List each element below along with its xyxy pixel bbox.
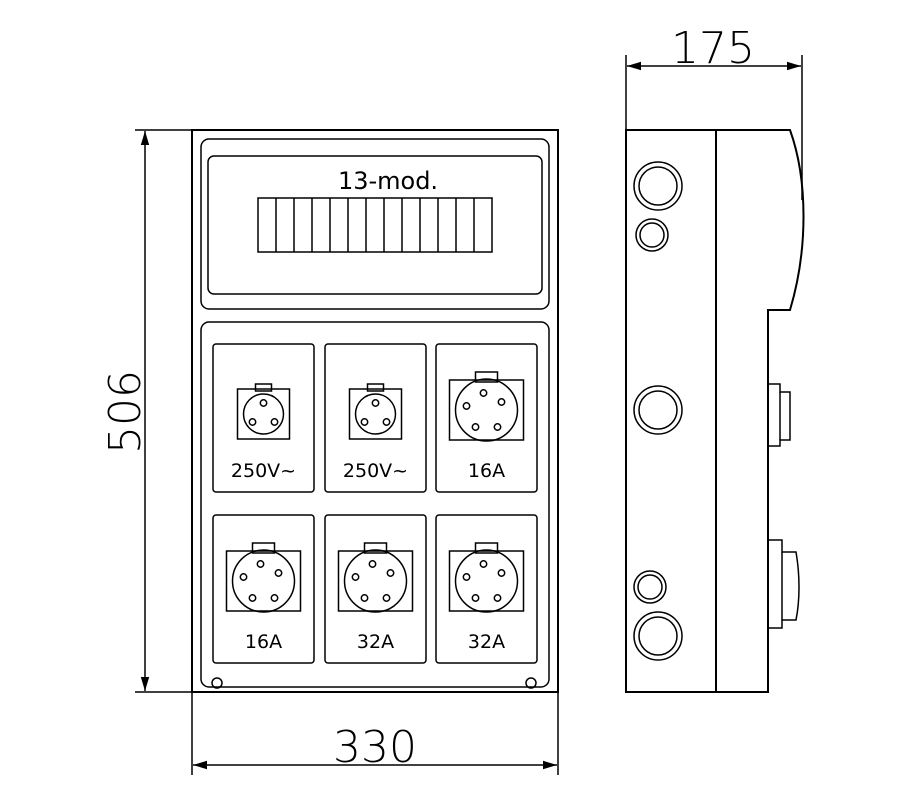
socket-latch-icon <box>254 383 273 392</box>
socket-face-icon <box>343 549 408 613</box>
socket-label: 250V~ <box>231 460 296 482</box>
socket-pin-icon <box>493 423 502 431</box>
socket-pin-icon <box>368 560 377 568</box>
side-view: 175 <box>625 23 805 693</box>
socket-lid-profile <box>768 383 791 447</box>
socket-pin-icon <box>462 402 471 410</box>
schuko-socket-icon <box>236 388 291 440</box>
socket-pin-icon <box>462 573 471 581</box>
cable-gland-inner <box>639 222 665 248</box>
front-view: 13-mod. 250V~ 250V~ 16A 16A 32A 32A 330 506 <box>100 129 559 775</box>
module-panel-frame <box>200 138 550 310</box>
socket-label: 250V~ <box>343 460 408 482</box>
socket-pin-icon <box>270 594 279 602</box>
socket-pin-icon <box>256 560 265 568</box>
socket-housing <box>324 343 427 493</box>
socket-face-icon <box>242 393 285 435</box>
screw-icon <box>525 677 537 689</box>
socket-lid-profile <box>768 539 800 629</box>
depth-dimension-label: 175 <box>671 23 755 74</box>
height-dimension: 506 <box>100 129 192 693</box>
socket-pin-icon <box>382 594 391 602</box>
cable-gland-icon <box>633 570 667 604</box>
socket-1: 250V~ <box>212 343 315 493</box>
socket-pin-icon <box>239 573 248 581</box>
socket-housing <box>435 514 538 664</box>
module-rail <box>257 197 493 253</box>
socket-pin-icon <box>248 594 257 602</box>
module-slots <box>257 197 493 253</box>
cable-gland-icon <box>633 161 683 211</box>
socket-housing <box>324 514 427 664</box>
socket-pin-icon <box>471 423 480 431</box>
socket-pin-icon <box>259 399 268 407</box>
socket-panel-frame <box>200 321 550 688</box>
socket-pin-icon <box>351 573 360 581</box>
socket-pin-icon <box>248 418 257 426</box>
socket-pin-icon <box>471 594 480 602</box>
socket-face-icon <box>231 549 296 613</box>
schuko-socket-icon <box>348 388 403 440</box>
cee-socket-icon <box>337 550 414 612</box>
height-dimension-label: 506 <box>100 370 151 454</box>
socket-face-icon <box>454 549 519 613</box>
socket-pin-icon <box>386 569 395 577</box>
cee-socket-icon <box>448 379 525 441</box>
socket-pin-icon <box>274 569 283 577</box>
cable-gland-icon <box>633 385 683 435</box>
socket-pin-icon <box>497 569 506 577</box>
socket-pin-icon <box>382 418 391 426</box>
socket-latch-icon <box>474 542 499 554</box>
socket-label: 32A <box>357 631 394 653</box>
socket-latch-icon <box>366 383 385 392</box>
socket-housing <box>212 514 315 664</box>
socket-housing <box>435 343 538 493</box>
socket-label: 16A <box>245 631 282 653</box>
socket-4: 16A <box>212 514 315 664</box>
cable-gland-inner <box>638 616 678 656</box>
socket-label: 32A <box>468 631 505 653</box>
width-dimension-label: 330 <box>333 722 417 773</box>
width-dimension: 330 <box>191 692 559 775</box>
socket-label: 16A <box>468 460 505 482</box>
cable-gland-icon <box>633 611 683 661</box>
cable-gland-inner <box>638 390 678 430</box>
socket-face-icon <box>354 393 397 435</box>
cee-socket-icon <box>448 550 525 612</box>
cable-gland-inner <box>637 574 663 600</box>
socket-housing <box>212 343 315 493</box>
socket-2: 250V~ <box>324 343 427 493</box>
socket-latch-icon <box>251 542 276 554</box>
socket-3: 16A <box>435 343 538 493</box>
socket-face-icon <box>454 378 519 442</box>
socket-6: 32A <box>435 514 538 664</box>
cable-gland-icon <box>635 218 669 252</box>
side-outline <box>625 129 805 693</box>
socket-pin-icon <box>479 560 488 568</box>
socket-latch-icon <box>474 371 499 383</box>
socket-pin-icon <box>497 398 506 406</box>
socket-pin-icon <box>360 594 369 602</box>
screw-icon <box>211 677 223 689</box>
cable-gland-inner <box>638 166 678 206</box>
depth-dimension: 175 <box>625 23 803 200</box>
socket-pin-icon <box>479 389 488 397</box>
socket-pin-icon <box>493 594 502 602</box>
socket-5: 32A <box>324 514 427 664</box>
socket-grid: 250V~ 250V~ 16A 16A 32A 32A <box>212 343 538 664</box>
socket-latch-icon <box>363 542 388 554</box>
module-panel-label: 13-mod. <box>338 167 438 195</box>
socket-pin-icon <box>360 418 369 426</box>
socket-pin-icon <box>371 399 380 407</box>
cee-socket-icon <box>225 550 302 612</box>
socket-pin-icon <box>270 418 279 426</box>
enclosure-outline <box>191 129 559 693</box>
module-window <box>207 155 543 295</box>
